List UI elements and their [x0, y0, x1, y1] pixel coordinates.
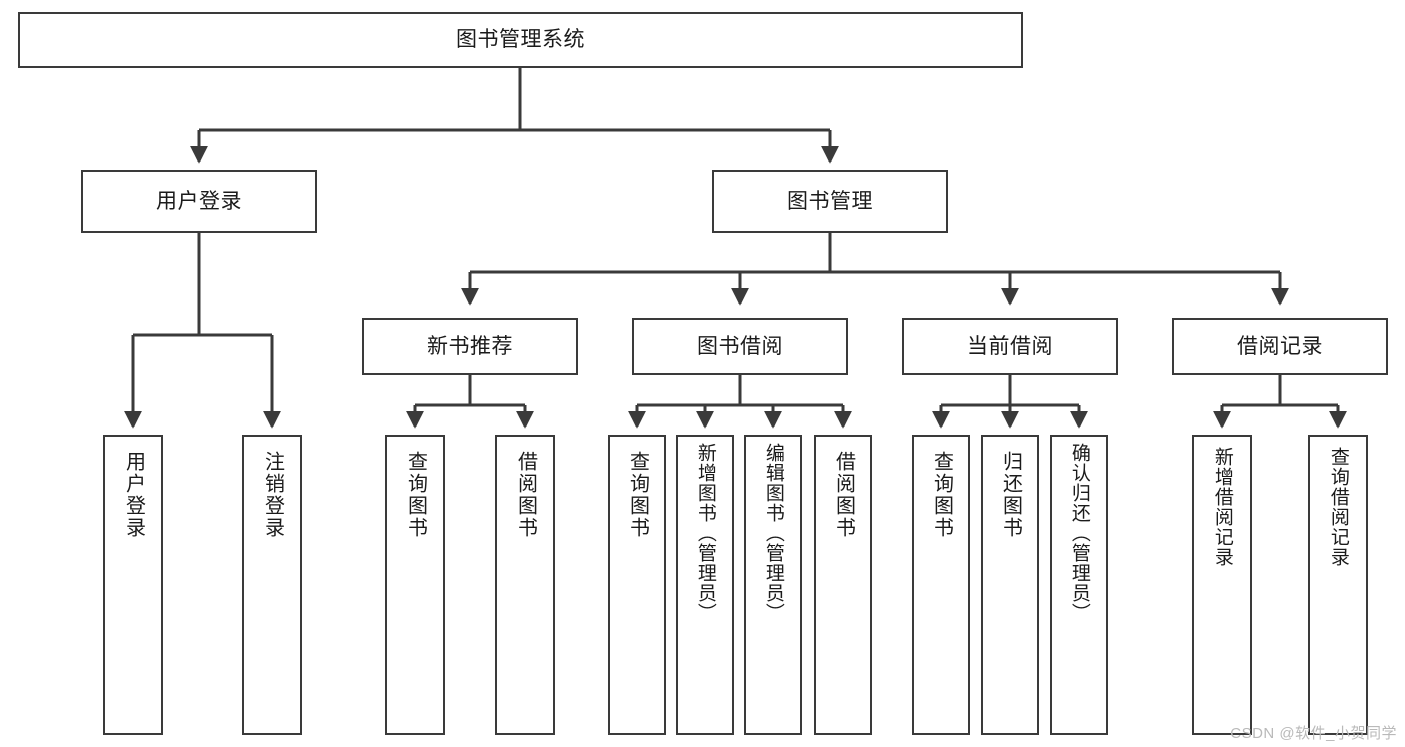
leaf-query-book-3[interactable]: 查询图书 — [912, 435, 970, 735]
node-label: 当前借阅 — [967, 334, 1053, 358]
node-current-borrow[interactable]: 当前借阅 — [902, 318, 1118, 375]
leaf-logout-login[interactable]: 注销登录 — [242, 435, 302, 735]
leaf-user-login[interactable]: 用户登录 — [103, 435, 163, 735]
node-root-system[interactable]: 图书管理系统 — [18, 12, 1023, 68]
csdn-watermark: CSDN @软件_小贺同学 — [1230, 725, 1397, 742]
node-user-login[interactable]: 用户登录 — [81, 170, 317, 233]
node-label: 图书管理系统 — [456, 28, 585, 52]
node-label: 用户登录 — [122, 451, 145, 539]
node-new-book-recommend[interactable]: 新书推荐 — [362, 318, 578, 375]
node-label: 查询图书 — [404, 451, 427, 539]
leaf-add-record[interactable]: 新增借阅记录 — [1192, 435, 1252, 735]
node-label: 确认归还（管理员） — [1068, 443, 1090, 623]
leaf-add-book[interactable]: 新增图书（管理员） — [676, 435, 734, 735]
node-borrow-record[interactable]: 借阅记录 — [1172, 318, 1388, 375]
node-label: 借阅图书 — [514, 451, 537, 539]
node-label: 查询借阅记录 — [1327, 447, 1349, 567]
node-label: 编辑图书（管理员） — [762, 443, 784, 623]
node-label: 新增图书（管理员） — [694, 443, 716, 623]
leaf-borrow-book-2[interactable]: 借阅图书 — [814, 435, 872, 735]
node-label: 查询图书 — [626, 451, 649, 539]
leaf-borrow-book-1[interactable]: 借阅图书 — [495, 435, 555, 735]
node-label: 归还图书 — [999, 451, 1022, 539]
node-label: 新书推荐 — [427, 334, 513, 358]
node-label: 借阅图书 — [832, 451, 855, 539]
node-label: 图书管理 — [787, 189, 873, 213]
leaf-query-book-1[interactable]: 查询图书 — [385, 435, 445, 735]
leaf-query-book-2[interactable]: 查询图书 — [608, 435, 666, 735]
node-label: 借阅记录 — [1237, 334, 1323, 358]
node-label: 查询图书 — [930, 451, 953, 539]
node-book-management[interactable]: 图书管理 — [712, 170, 948, 233]
leaf-return-book[interactable]: 归还图书 — [981, 435, 1039, 735]
node-label: 注销登录 — [261, 451, 284, 539]
node-label: 图书借阅 — [697, 334, 783, 358]
leaf-edit-book[interactable]: 编辑图书（管理员） — [744, 435, 802, 735]
leaf-query-record[interactable]: 查询借阅记录 — [1308, 435, 1368, 735]
node-label: 用户登录 — [156, 189, 242, 213]
node-label: 新增借阅记录 — [1211, 447, 1233, 567]
node-book-borrow[interactable]: 图书借阅 — [632, 318, 848, 375]
leaf-confirm-return[interactable]: 确认归还（管理员） — [1050, 435, 1108, 735]
